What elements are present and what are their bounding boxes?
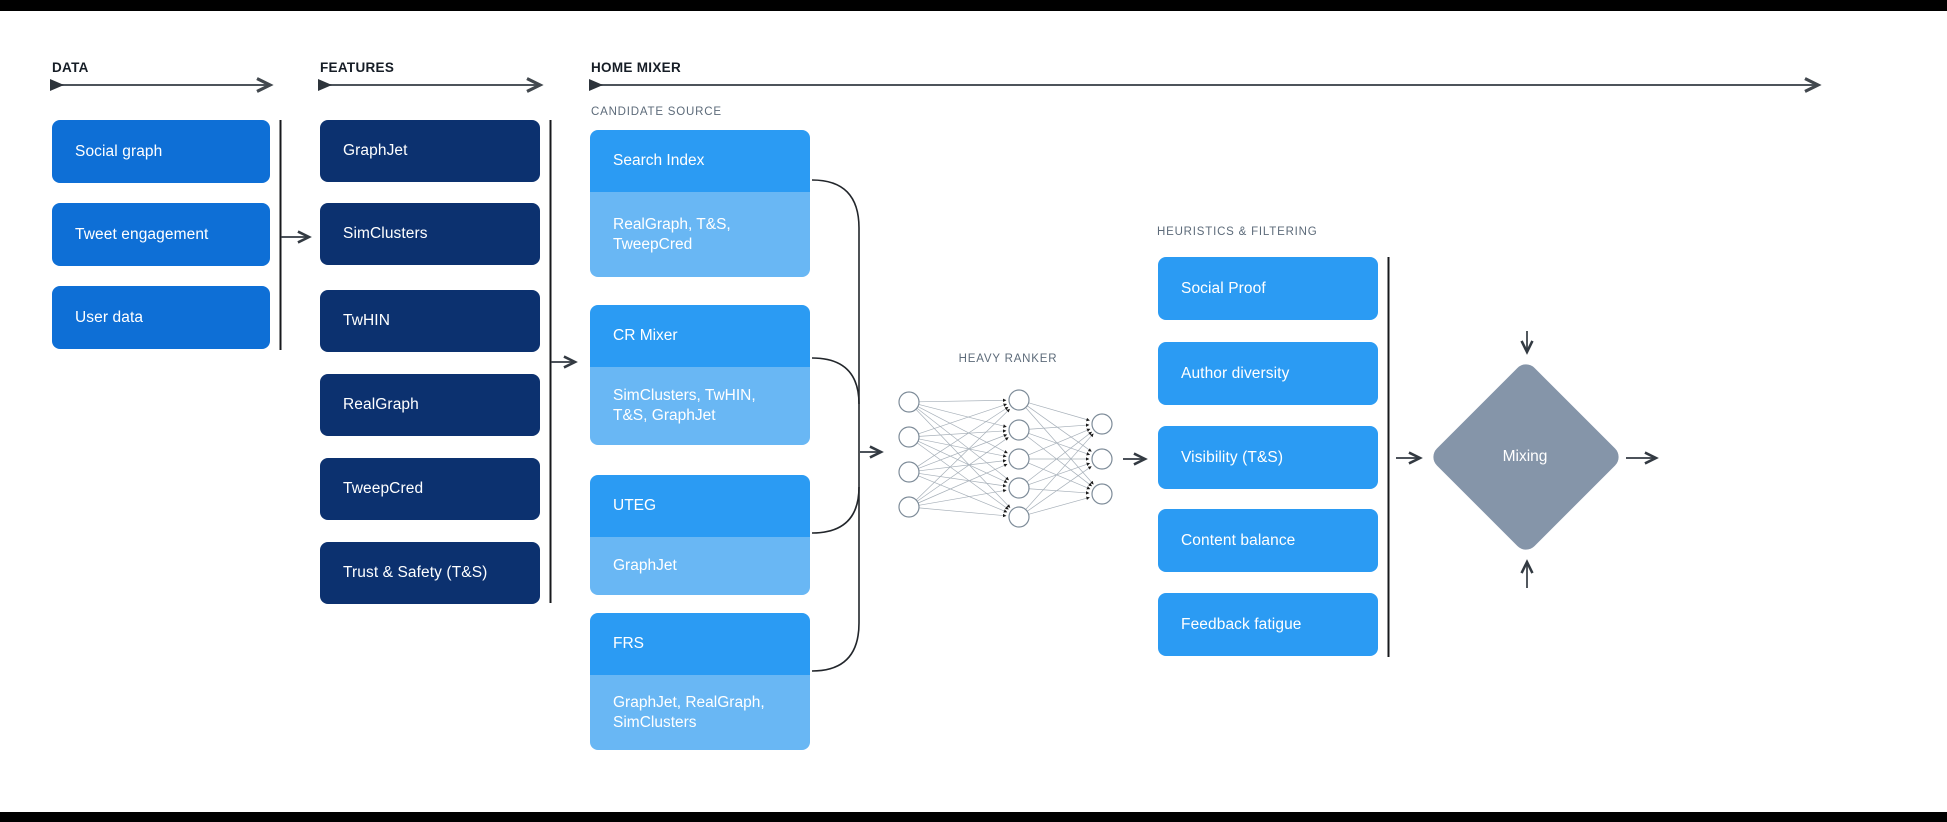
data-box: Tweet engagement [52,203,270,266]
neural-net-edge [918,429,1007,437]
neural-net-node [1008,389,1030,411]
top-frame-bar [0,0,1947,11]
bottom-frame-bar [0,812,1947,822]
candidate-source-inputs: RealGraph, T&S, TweepCred [590,192,810,277]
neural-net-node [1008,477,1030,499]
ads-node: Ads [1513,285,1541,303]
candidate-connector [811,357,860,405]
neural-net-edge [917,406,1008,454]
neural-net-edge [918,434,1008,469]
neural-net-edge [915,408,1010,501]
heuristic-box: Social Proof [1158,257,1378,320]
section-header-features: FEATURES [320,60,395,75]
candidate-source-inputs: SimClusters, TwHIN, T&S, GraphJet [590,367,810,445]
neural-net-edge [1028,488,1090,495]
neural-net-edge [1026,431,1092,483]
neural-net-edge [1028,462,1091,486]
candidate-connector [811,179,860,229]
neural-net-edge [918,398,1007,403]
candidate-source-name: CR Mixer [590,305,810,367]
candidate-source-label: CANDIDATE SOURCE [591,106,722,118]
neural-net-edge [1028,432,1091,456]
feature-box: SimClusters [320,203,540,265]
section-header-data: DATA [52,60,89,75]
heuristic-box: Visibility (T&S) [1158,426,1378,489]
neural-net-node [1008,506,1030,528]
heuristics-filtering-label: HEURISTICS & FILTERING [1157,226,1318,238]
neural-net-edge [918,473,1007,488]
neural-net-node [1091,448,1113,470]
neural-net-node [898,391,920,413]
who-to-follow-node: Who to follow [1479,610,1575,627]
neural-net-edge [1028,462,1091,490]
neural-net-edge [1028,496,1090,515]
neural-net-edge [1026,466,1092,512]
candidate-source-inputs: GraphJet, RealGraph, SimClusters [590,675,810,750]
timeline-node: Timeline [1691,446,1751,464]
neural-net-edge [918,438,1007,458]
neural-net-edge [916,407,1010,481]
heuristic-box: Content balance [1158,509,1378,572]
heuristic-box: Feedback fatigue [1158,593,1378,656]
neural-net-edge [918,507,1007,518]
neural-net-node [1008,448,1030,470]
candidate-connector [811,486,860,534]
heavy-ranker-label: HEAVY RANKER [958,353,1058,365]
neural-net-edge [1028,402,1090,422]
neural-net-edge [916,437,1009,502]
neural-net-node [898,426,920,448]
neural-net-edge [918,463,1008,504]
neural-net-node [1091,413,1113,435]
neural-net-node [898,496,920,518]
candidate-source-inputs: GraphJet [590,537,810,595]
feature-box: TwHIN [320,290,540,352]
heuristic-box: Author diversity [1158,342,1378,405]
neural-net-edge [1026,405,1092,452]
neural-net-node [898,461,920,483]
candidate-source-name: UTEG [590,475,810,537]
neural-net-edge [1028,428,1091,456]
neural-net-edge [1025,407,1094,485]
neural-net-edge [918,404,1007,428]
neural-net-edge [916,442,1009,510]
neural-net-node [1091,483,1113,505]
section-header-home-mixer: HOME MIXER [591,60,682,75]
candidate-source-name: Search Index [590,130,810,192]
neural-net-edge [1026,435,1092,487]
mixing-diamond-label: Mixing [1502,448,1548,465]
feature-box: TweepCred [320,458,540,520]
feature-box: RealGraph [320,374,540,436]
candidate-source-name: FRS [590,613,810,675]
feature-box: GraphJet [320,120,540,182]
neural-net-edge [917,440,1008,483]
neural-net-node [1008,419,1030,441]
data-box: Social graph [52,120,270,183]
neural-net-edge [915,408,1011,508]
neural-net-edge [918,489,1007,506]
data-box: User data [52,286,270,349]
neural-net-edge [917,406,1009,467]
feature-box: Trust & Safety (T&S) [320,542,540,604]
neural-net-edge [1025,433,1094,510]
neural-net-edge [1028,423,1090,430]
neural-net-edge [918,403,1008,435]
candidate-connector [811,622,860,672]
neural-net-edge [918,475,1008,513]
neural-net-edge [918,459,1007,472]
